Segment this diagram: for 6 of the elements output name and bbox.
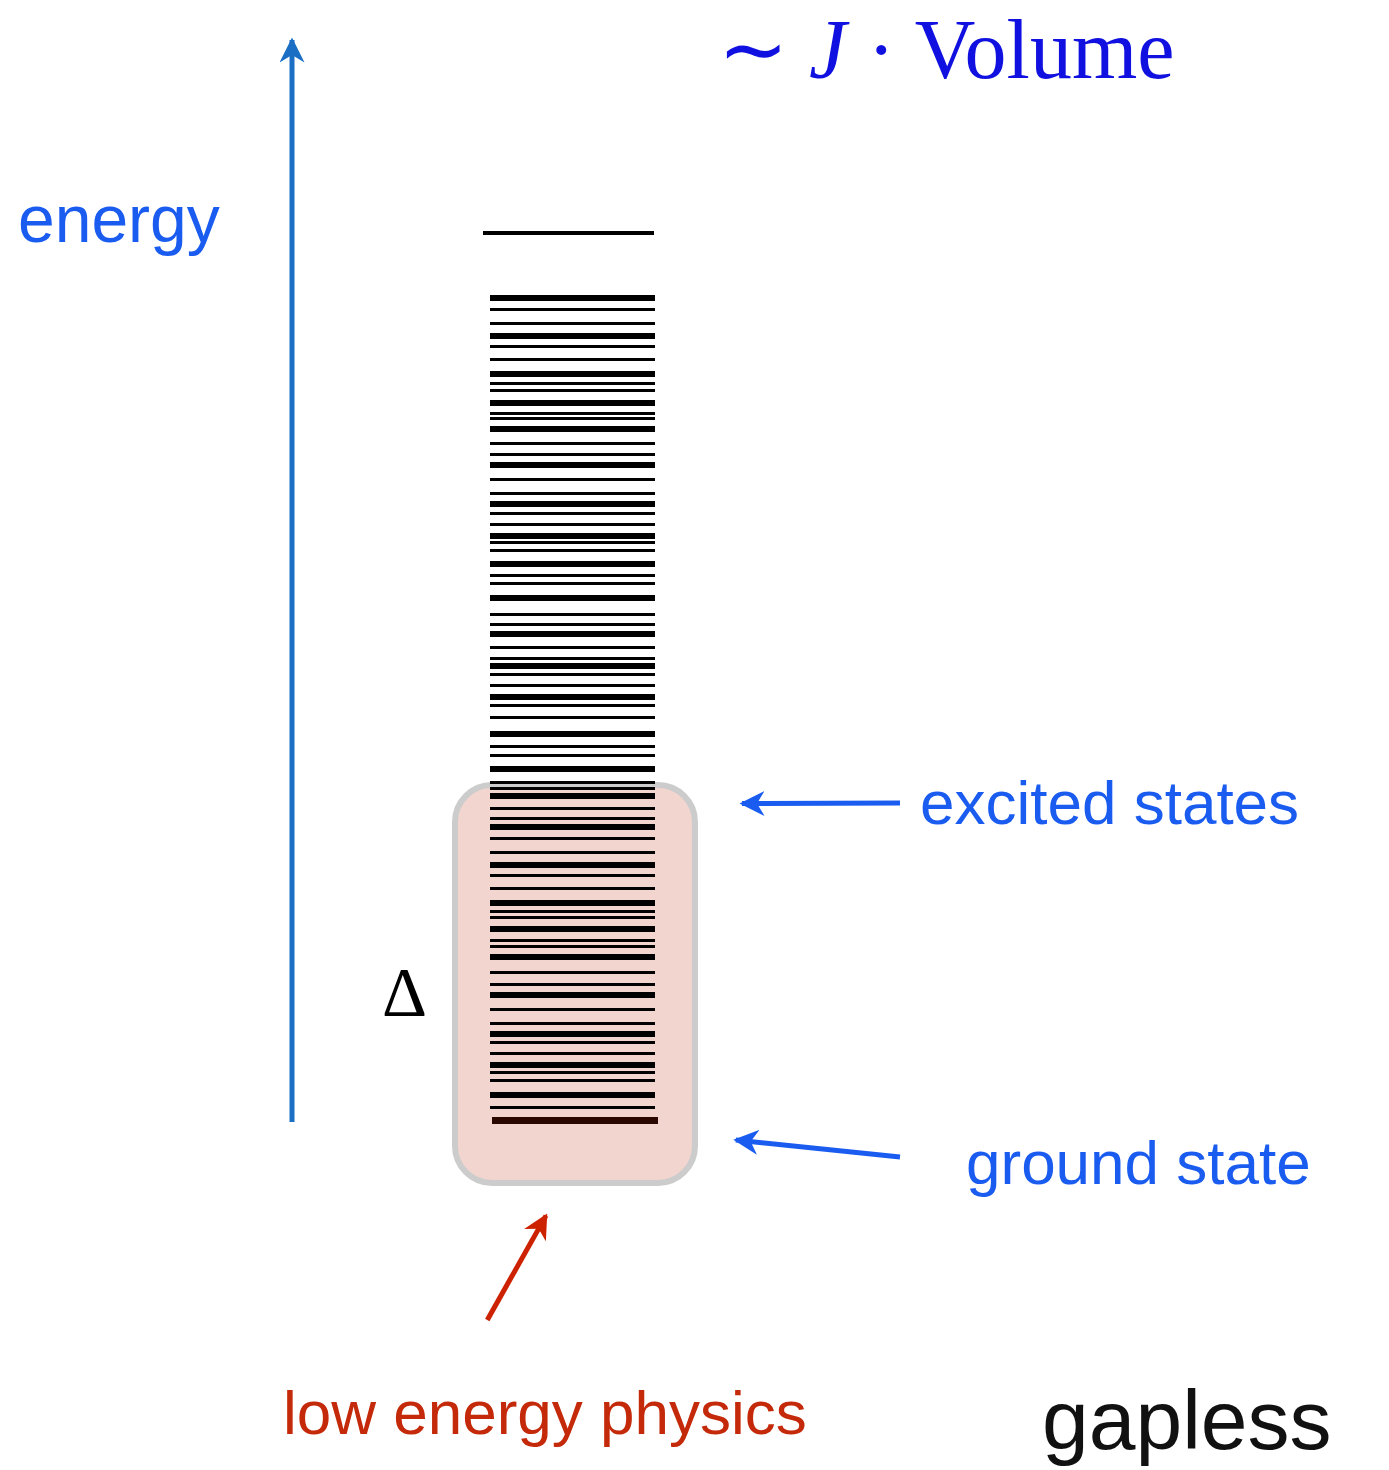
callout-label: excited states <box>920 772 1300 834</box>
arrow <box>733 1129 901 1160</box>
formula-label: ∼ J · Volume <box>718 8 1175 92</box>
arrow <box>739 791 900 816</box>
gap-symbol: Δ <box>382 958 427 1028</box>
arrow <box>485 1213 549 1322</box>
